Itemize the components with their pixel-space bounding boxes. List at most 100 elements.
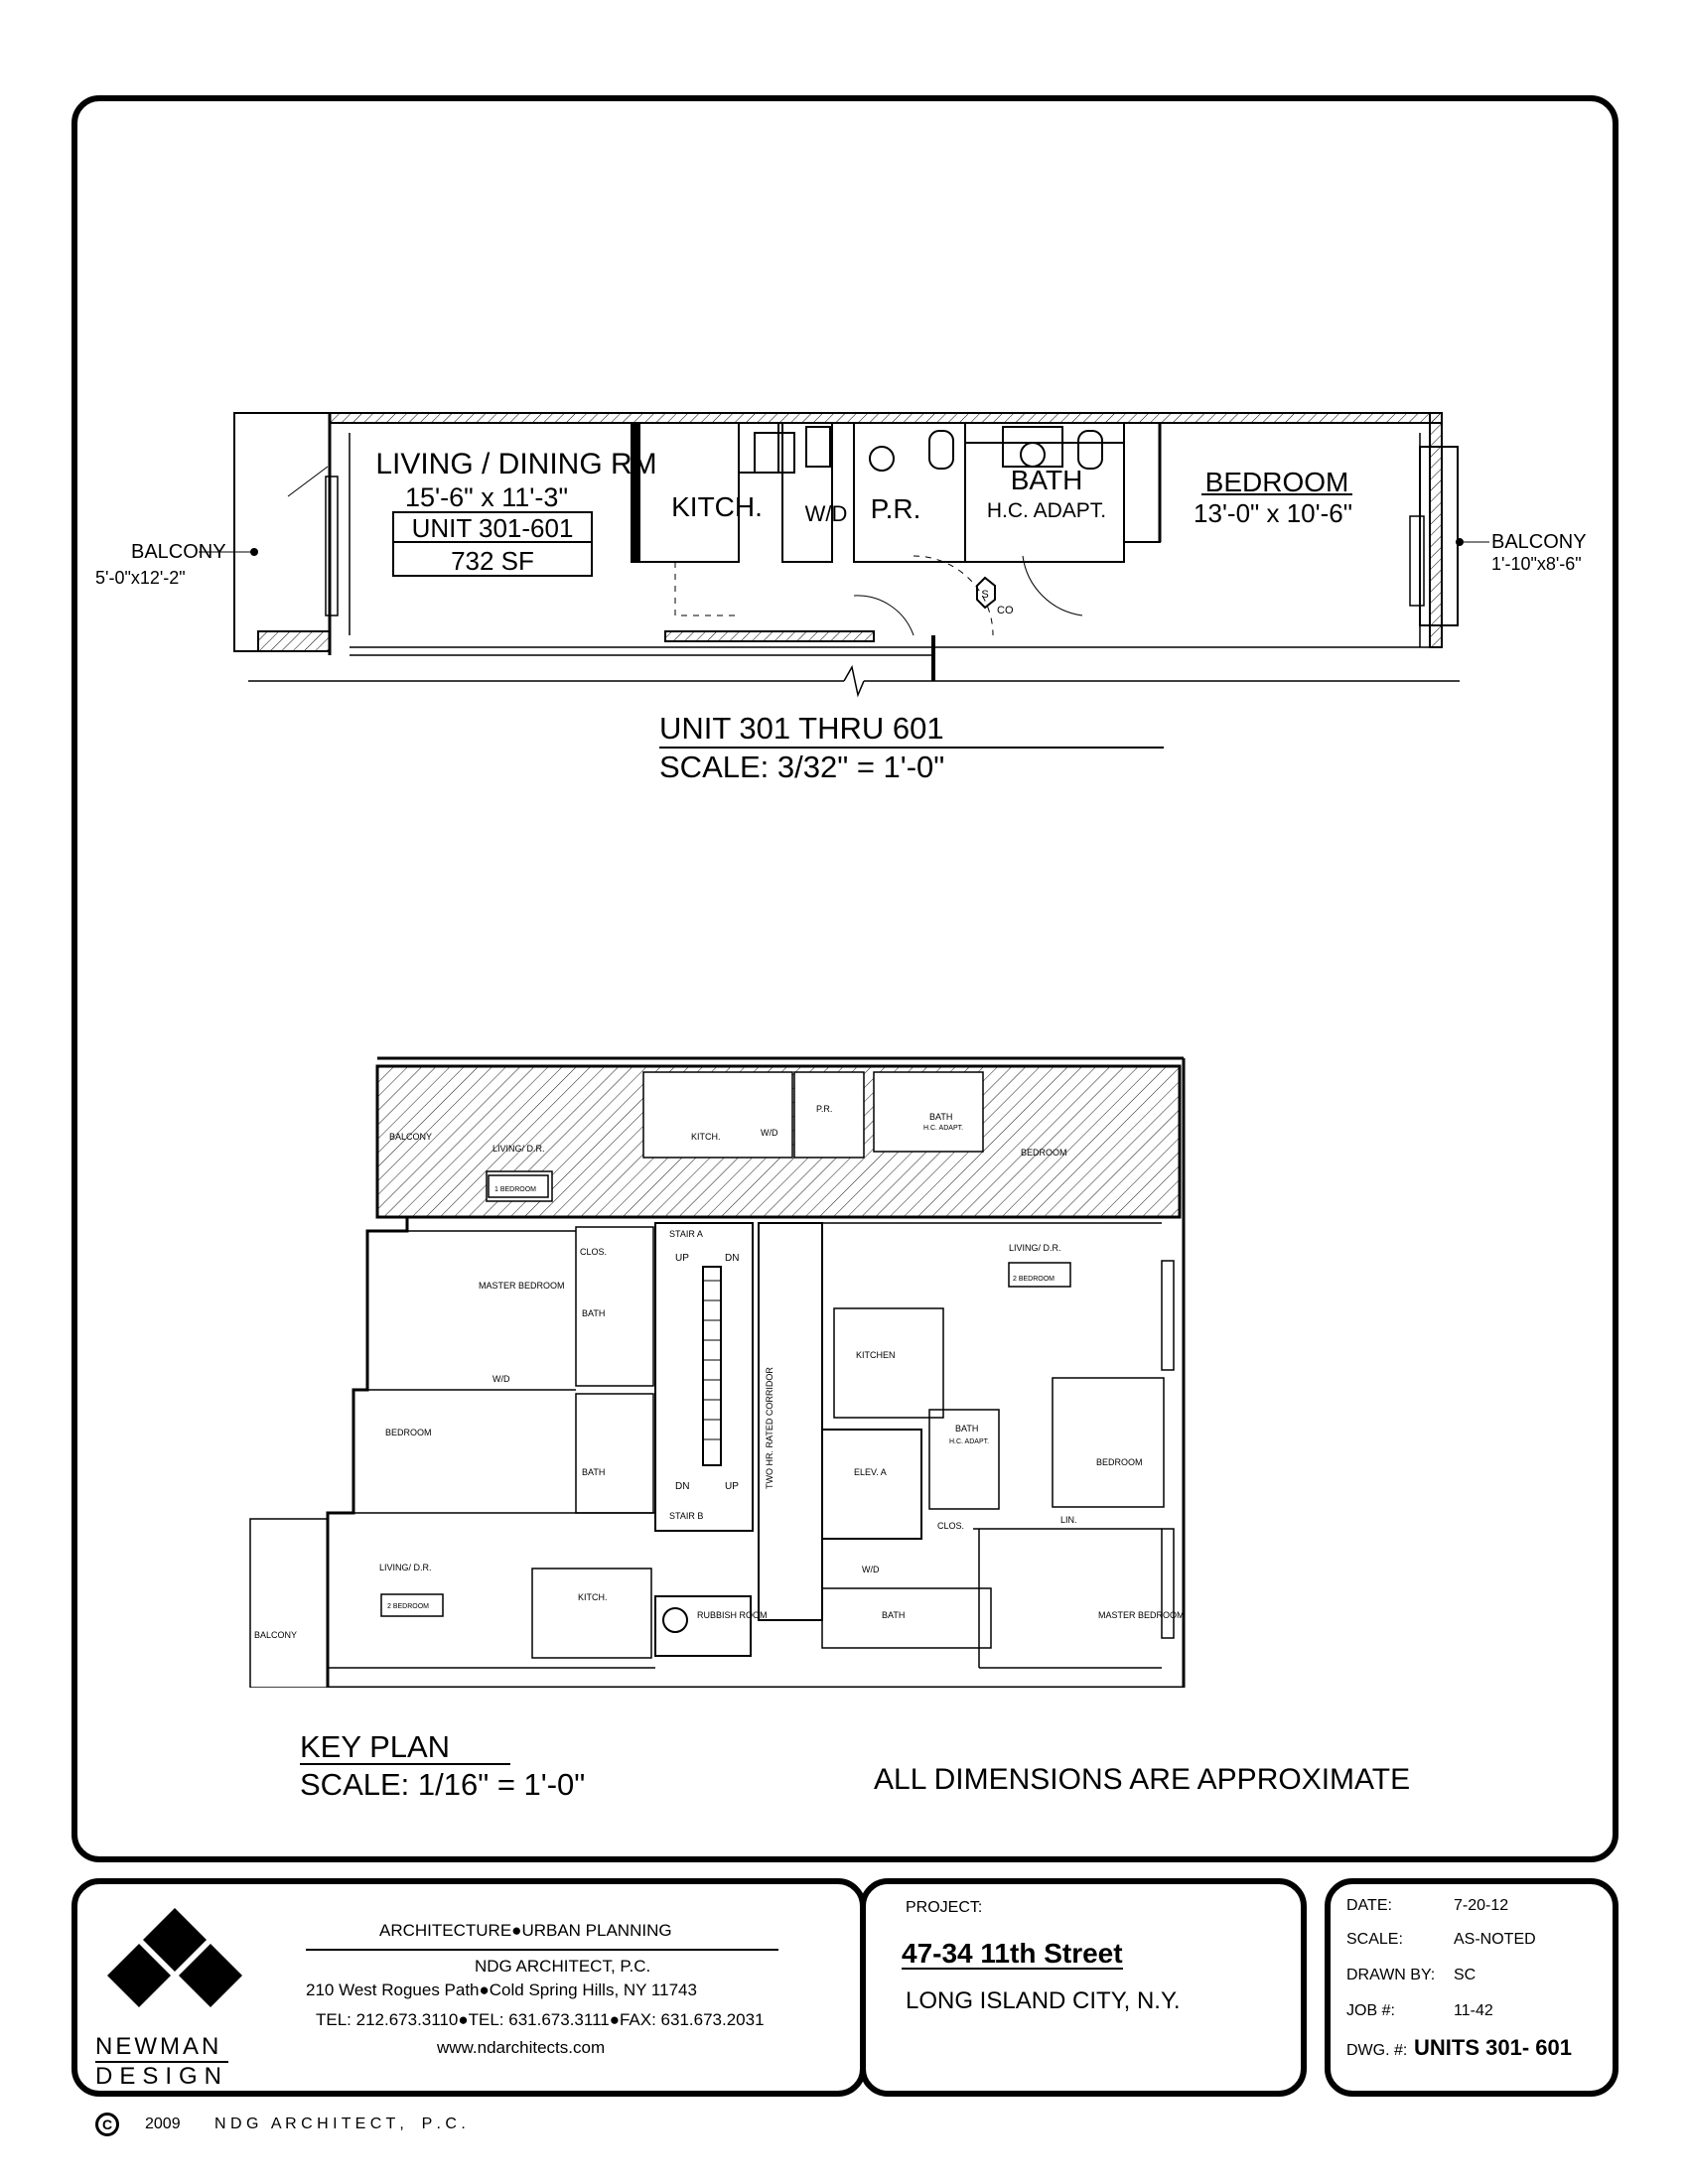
- powder-room-label: P.R.: [871, 493, 921, 524]
- kp-dn1: DN: [725, 1253, 739, 1264]
- key-plan: BALCONY LIVING/ D.R. KITCH. W/D P.R. BAT…: [249, 1056, 1186, 1688]
- kp-balcony-top: BALCONY: [389, 1132, 432, 1142]
- key-plan-title-underline: [300, 1763, 510, 1765]
- kp-bedroom-right: BEDROOM: [1096, 1457, 1143, 1467]
- dimensions-note: ALL DIMENSIONS ARE APPROXIMATE: [874, 1763, 1411, 1796]
- unit-plan-title: UNIT 301 THRU 601: [659, 711, 944, 746]
- firm-services: ARCHITECTURE●URBAN PLANNING: [379, 1921, 672, 1940]
- firm-phones: TEL: 212.673.3110●TEL: 631.673.3111●FAX:…: [316, 2010, 765, 2029]
- kp-pr-top: P.R.: [816, 1104, 832, 1114]
- kp-wd-top: W/D: [761, 1128, 778, 1138]
- kp-dn2: DN: [675, 1481, 689, 1492]
- kp-clos-left: CLOS.: [580, 1247, 607, 1257]
- kp-clos-right: CLOS.: [937, 1521, 964, 1531]
- kp-living-right: LIVING/ D.R.: [1009, 1243, 1061, 1253]
- firm-name: NDG ARCHITECT, P.C.: [475, 1957, 651, 1976]
- balcony-left-dims: 5'-0"x12'-2": [95, 568, 186, 588]
- kp-rubbish: RUBBISH ROOM: [697, 1610, 768, 1620]
- kp-bedroom-left: BEDROOM: [385, 1428, 432, 1437]
- stair-core: [654, 1222, 922, 1657]
- date-value: 7-20-12: [1454, 1897, 1509, 1914]
- unit-walls: [248, 412, 1460, 698]
- kp-master-right: MASTER BEDROOM: [1098, 1610, 1185, 1620]
- unit-plan-scale: SCALE: 3/32" = 1'-0": [659, 750, 945, 784]
- firm-address: 210 West Rogues Path●Cold Spring Hills, …: [306, 1980, 697, 1999]
- kp-lin: LIN.: [1060, 1515, 1077, 1525]
- key-plan-labels: BALCONY LIVING/ D.R. KITCH. W/D P.R. BAT…: [254, 1104, 1185, 1640]
- scale-label: SCALE:: [1346, 1931, 1403, 1948]
- key-plan-scale: SCALE: 1/16" = 1'-0": [300, 1767, 586, 1802]
- kp-bath-top-note: H.C. ADAPT.: [923, 1125, 963, 1132]
- balcony-right: [1409, 446, 1489, 626]
- firm-website[interactable]: www.ndarchitects.com: [437, 2038, 606, 2057]
- kp-bath-top: BATH: [929, 1112, 952, 1122]
- info-box: [1325, 1878, 1618, 2097]
- kp-living-top: LIVING/ D.R.: [492, 1144, 545, 1154]
- bedroom-label: BEDROOM: [1205, 467, 1349, 497]
- project-name: 47-34 11th Street: [902, 1938, 1123, 1970]
- project-box: [860, 1878, 1307, 2097]
- smoke-detector-label: S: [981, 589, 988, 601]
- balcony-right-dims: 1'-10"x8'-6": [1491, 554, 1582, 574]
- kp-bath-right: BATH: [955, 1424, 978, 1433]
- kp-bedroom-top: BEDROOM: [1021, 1148, 1067, 1158]
- bedroom-dims: 13'-0" x 10'-6": [1194, 498, 1352, 528]
- bath-note: H.C. ADAPT.: [987, 499, 1106, 522]
- balcony-right-label: BALCONY: [1491, 531, 1587, 553]
- kp-corridor: TWO HR. RATED CORRIDOR: [765, 1367, 774, 1489]
- kp-balcony-bl: BALCONY: [254, 1630, 297, 1640]
- copyright-year: 2009: [145, 2116, 181, 2132]
- kp-bath-right2: BATH: [882, 1610, 905, 1620]
- firm-rule: [306, 1949, 778, 1951]
- kp-up1: UP: [675, 1253, 689, 1264]
- left-units: [249, 1226, 655, 1688]
- building-outline: [326, 1056, 1186, 1688]
- living-room-dims: 15'-6" x 11'-3": [405, 482, 568, 512]
- copyright-icon: C: [95, 2113, 119, 2136]
- drawn-by-value: SC: [1454, 1967, 1477, 1983]
- unit-partitions: [631, 422, 1162, 636]
- scale-value: AS-NOTED: [1454, 1931, 1536, 1948]
- kp-tag1: 1 BEDROOM: [494, 1186, 536, 1193]
- project-city: LONG ISLAND CITY, N.Y.: [906, 1987, 1181, 2014]
- unit-plan: S CO LIVING / DINING RM 15'-6" x 11'-3" …: [95, 412, 1587, 698]
- kp-wd-right: W/D: [862, 1565, 880, 1574]
- co-detector-label: CO: [997, 605, 1014, 616]
- kp-bath-right-note: H.C. ADAPT.: [949, 1438, 989, 1445]
- kp-stair-b: STAIR B: [669, 1511, 703, 1521]
- kp-kitch-top: KITCH.: [691, 1132, 721, 1142]
- project-label: PROJECT:: [906, 1899, 983, 1916]
- balcony-left: [199, 412, 339, 652]
- washer-dryer-label: W/D: [805, 501, 848, 526]
- kp-tag3: 2 BEDROOM: [387, 1603, 429, 1610]
- kp-elev: ELEV. A: [854, 1467, 887, 1477]
- job-value: 11-42: [1454, 2002, 1493, 2019]
- kp-kitchen-right: KITCHEN: [856, 1350, 896, 1360]
- newman-logo: [107, 1908, 242, 2007]
- unit-area-tag: 732 SF: [451, 546, 534, 576]
- balcony-left-label: BALCONY: [131, 541, 226, 563]
- logo-subname: DESIGN: [95, 2061, 229, 2090]
- dwg-label: DWG. #:: [1346, 2042, 1408, 2059]
- job-label: JOB #:: [1346, 2002, 1395, 2019]
- dwg-value: UNITS 301- 601: [1414, 2035, 1572, 2060]
- kp-living-bl: LIVING/ D.R.: [379, 1563, 432, 1572]
- kp-bath-left2: BATH: [582, 1467, 605, 1477]
- logo-name: NEWMAN: [95, 2033, 222, 2060]
- date-label: DATE:: [1346, 1897, 1392, 1914]
- right-units: [821, 1222, 1175, 1669]
- key-plan-title: KEY PLAN: [300, 1729, 451, 1764]
- drawing-frame: [71, 95, 1618, 1862]
- living-room-label: LIVING / DINING RM: [375, 448, 656, 480]
- kitchen-label: KITCH.: [671, 491, 763, 522]
- kp-up2: UP: [725, 1481, 739, 1492]
- kp-wd-left: W/D: [492, 1374, 510, 1384]
- copyright-firm: N D G A R C H I T E C T , P . C .: [214, 2116, 466, 2132]
- drawn-by-label: DRAWN BY:: [1346, 1967, 1436, 1983]
- bath-label: BATH: [1011, 465, 1083, 495]
- unit-tags: [380, 1174, 1071, 1617]
- unit-plan-title-underline: [659, 747, 1164, 749]
- kp-master-left: MASTER BEDROOM: [479, 1281, 565, 1291]
- kp-tag2: 2 BEDROOM: [1013, 1276, 1055, 1283]
- kp-stair-a: STAIR A: [669, 1229, 703, 1239]
